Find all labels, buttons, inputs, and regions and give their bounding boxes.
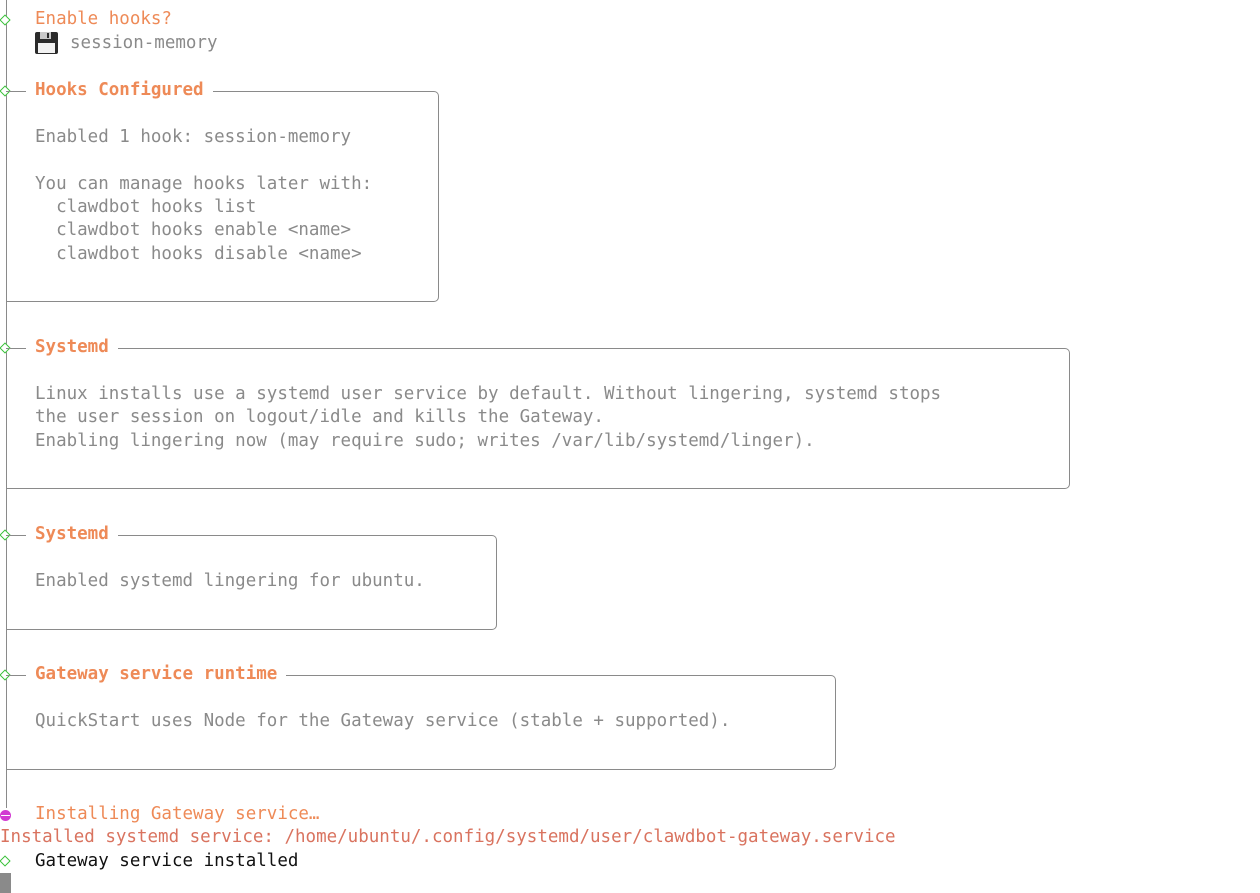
box-title: Gateway service runtime [26,663,287,687]
box-line: clawdbot hooks enable <name> [35,220,352,240]
gateway-installed-status: Gateway service installed [35,851,299,871]
box-line: Enabled systemd lingering for ubuntu. [35,571,425,591]
installing-status: Installing Gateway service… [35,804,320,824]
box-line: Enabled 1 hook: session-memory [35,127,352,147]
hooks-configured-box: Hooks Configured Enabled 1 hook: session… [6,79,439,302]
systemd-enabled-box: Systemd Enabled systemd lingering for ub… [6,523,497,630]
box-line: Linux installs use a systemd user servic… [35,384,942,404]
terminal-cursor [0,873,11,893]
installed-path: Installed systemd service: /home/ubuntu/… [0,827,896,847]
left-rail [6,0,7,808]
systemd-info-box: Systemd Linux installs use a systemd use… [6,336,1070,489]
step-done-icon [0,855,11,867]
box-line: clawdbot hooks list [35,197,257,217]
box-line: the user session on logout/idle and kill… [35,407,604,427]
box-title: Hooks Configured [26,79,213,103]
floppy-disk-icon [35,32,58,54]
box-line: clawdbot hooks disable <name> [35,244,362,264]
gateway-runtime-box: Gateway service runtime QuickStart uses … [6,663,836,770]
spinner-icon [0,810,11,821]
box-line: QuickStart uses Node for the Gateway ser… [35,711,731,731]
step-done-icon [0,14,11,26]
box-line: Enabling lingering now (may require sudo… [35,431,815,451]
selected-hook: session-memory [70,33,218,53]
enable-hooks-prompt: Enable hooks? [35,9,172,29]
box-title: Systemd [26,336,118,360]
box-title: Systemd [26,523,118,547]
box-line: You can manage hooks later with: [35,174,373,194]
